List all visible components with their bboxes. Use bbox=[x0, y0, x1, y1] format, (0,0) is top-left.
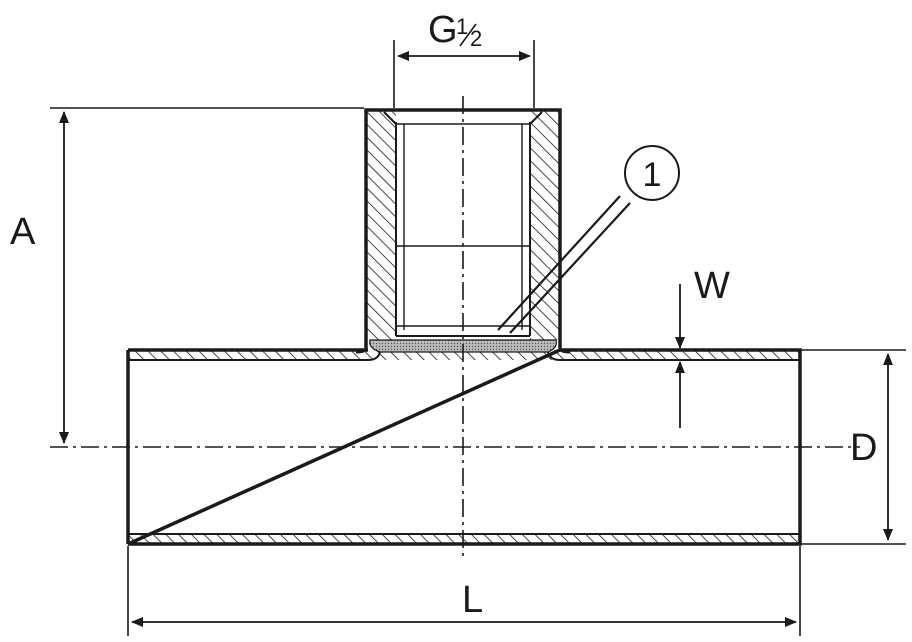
callout-1: 1 bbox=[497, 145, 680, 334]
dim-label-w: W bbox=[694, 265, 730, 307]
callout-leader bbox=[497, 195, 621, 331]
callout-label-1: 1 bbox=[643, 156, 662, 194]
dimension-w: W bbox=[560, 265, 730, 428]
center-lines bbox=[50, 96, 860, 560]
pipe-top-wall-hatch bbox=[128, 350, 800, 360]
dim-label-thread-den: 2 bbox=[470, 26, 482, 51]
threaded-socket bbox=[355, 108, 571, 354]
dimension-a: A bbox=[10, 107, 364, 444]
dimension-d: D bbox=[800, 349, 906, 545]
socket-left-wall-hatch bbox=[366, 110, 396, 340]
socket-right-wall-hatch bbox=[530, 110, 560, 340]
callout-circle bbox=[624, 145, 680, 201]
dimension-thread: G 1 2 bbox=[393, 9, 535, 108]
dim-label-thread: G bbox=[428, 9, 458, 51]
dim-label-d: D bbox=[850, 427, 877, 469]
pipe-bottom-wall-hatch bbox=[128, 534, 800, 544]
dim-label-thread-num: 1 bbox=[456, 14, 468, 39]
dim-label-a: A bbox=[10, 211, 36, 253]
dimension-l: L bbox=[127, 546, 801, 636]
dim-label-l: L bbox=[462, 579, 483, 621]
